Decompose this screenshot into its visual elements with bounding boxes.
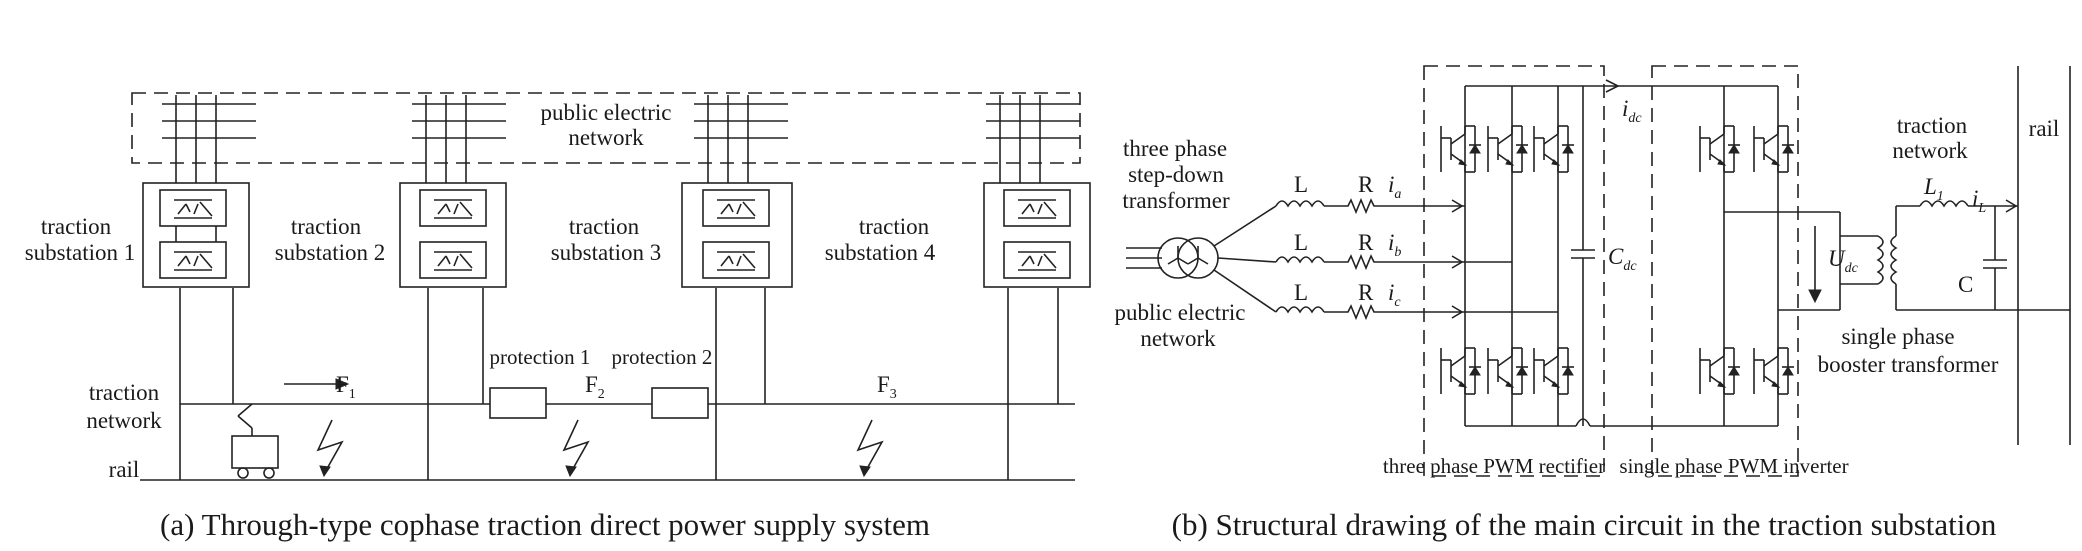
- traction-network-b-line2: network: [1892, 138, 1968, 163]
- inverter-label: single phase PWM inverter: [1619, 454, 1848, 478]
- fault-2-bolt: [563, 419, 589, 477]
- caption-b: (b) Structural drawing of the main circu…: [1172, 507, 1997, 542]
- substation-2-label-line2: substation 2: [275, 240, 386, 265]
- transformer-label-line3: transformer: [1122, 188, 1230, 213]
- public-network-b-line2: network: [1140, 326, 1216, 351]
- substation-3-label-line1: traction: [569, 214, 640, 239]
- booster-label-line2: booster transformer: [1818, 352, 1999, 377]
- resistor-c-label: R: [1358, 280, 1374, 305]
- inverter-legs: [1699, 86, 1795, 426]
- protection-1-label: protection 1: [490, 345, 591, 369]
- protection-1-box: [489, 387, 547, 419]
- transformer-label-line1: three phase: [1123, 136, 1227, 161]
- cdc-label: Cdc: [1608, 244, 1637, 274]
- booster-transformer: [1840, 199, 2070, 311]
- panel-b: three phase step-down transformer public…: [1115, 65, 2071, 542]
- input-bus: [1126, 247, 1162, 269]
- current-c-label: ic: [1388, 280, 1401, 310]
- resistor-a-label: R: [1358, 172, 1374, 197]
- fault-3-bolt: [857, 419, 883, 477]
- substation-4-label-line2: substation 4: [825, 240, 936, 265]
- l1-label: L1: [1923, 174, 1944, 204]
- train: [231, 403, 279, 479]
- panel-a: public electric network traction substat…: [25, 92, 1091, 542]
- substation-2: [399, 182, 507, 480]
- substation-1: [142, 182, 250, 480]
- rail-b-label: rail: [2029, 116, 2060, 141]
- fault-2-label: F2: [585, 372, 605, 402]
- idc-label: idc: [1622, 96, 1642, 126]
- inductor-b-label: L: [1294, 230, 1308, 255]
- caption-a: (a) Through-type cophase traction direct…: [160, 507, 930, 542]
- public-network-line1: public electric: [541, 100, 672, 125]
- capacitor-c-label: C: [1958, 272, 1973, 297]
- substation-4-label-line1: traction: [859, 214, 930, 239]
- fault-1-label: F1: [336, 372, 356, 402]
- il-label: iL: [1972, 186, 1986, 216]
- transformer-symbol: [1157, 237, 1219, 279]
- substation-bus-lines: [162, 94, 1081, 184]
- fault-3-label: F3: [877, 372, 897, 402]
- protection-2-box: [651, 387, 709, 419]
- rectifier-box: [1423, 65, 1605, 477]
- inverter-output: [1724, 211, 1841, 311]
- booster-label-line1: single phase: [1841, 324, 1954, 349]
- inductor-c-label: L: [1294, 280, 1308, 305]
- inductor-a-label: L: [1294, 172, 1308, 197]
- dc-bus: [1465, 79, 1778, 427]
- substation-1-label-line2: substation 1: [25, 240, 136, 265]
- traction-network-b-line1: traction: [1897, 113, 1968, 138]
- current-b-label: ib: [1388, 230, 1401, 260]
- substation-1-label-line1: traction: [41, 214, 112, 239]
- direction-arrow: [284, 378, 350, 390]
- fault-1-bolt: [317, 419, 343, 477]
- public-network-line2: network: [568, 125, 644, 150]
- public-network-box: [131, 92, 1081, 164]
- substation-2-label-line1: traction: [291, 214, 362, 239]
- inverter-box: [1651, 65, 1799, 477]
- udc-label: Udc: [1828, 246, 1859, 276]
- resistor-b-label: R: [1358, 230, 1374, 255]
- traction-network-label-line2: network: [86, 408, 162, 433]
- current-a-label: ia: [1388, 172, 1401, 202]
- rectifier-legs: [1440, 86, 1575, 426]
- protection-2-label: protection 2: [612, 345, 713, 369]
- traction-network-line: [180, 387, 1075, 419]
- rectifier-label: three phase PWM rectifier: [1383, 454, 1605, 478]
- substation-3: [681, 182, 793, 480]
- phase-lines: [1213, 197, 1558, 321]
- rail-label: rail: [109, 457, 140, 482]
- substation-4: [983, 182, 1091, 480]
- traction-network-label-line1: traction: [89, 380, 160, 405]
- substation-3-label-line2: substation 3: [551, 240, 662, 265]
- public-network-b-line1: public electric: [1115, 300, 1246, 325]
- transformer-label-line2: step-down: [1128, 162, 1224, 187]
